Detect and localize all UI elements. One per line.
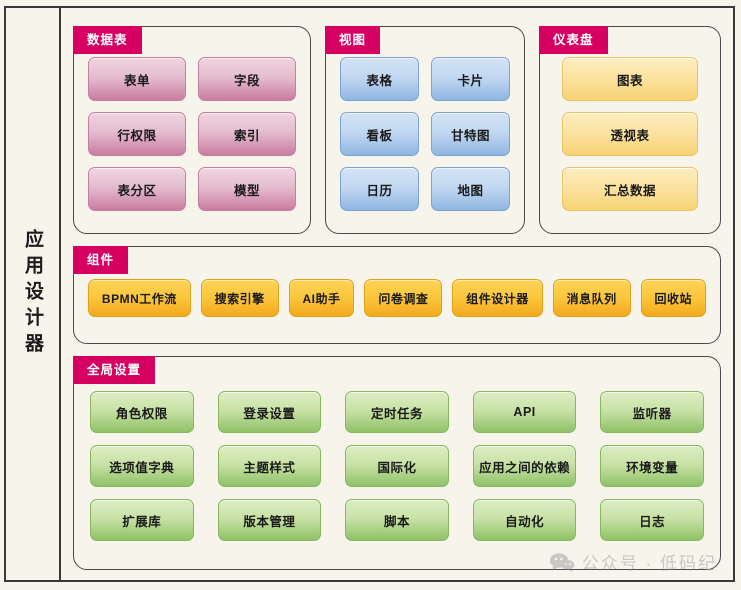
datatable-button-grid: 表单 字段 行权限 索引 表分区 模型 — [88, 57, 296, 211]
button-component-designer[interactable]: 组件设计器 — [452, 279, 543, 317]
panel-tab-global-settings[interactable]: 全局设置 — [73, 356, 156, 384]
panel-tab-components[interactable]: 组件 — [73, 246, 129, 274]
button-global-extension-lib[interactable]: 扩展库 — [90, 499, 194, 541]
button-view-gantt[interactable]: 甘特图 — [431, 112, 510, 156]
button-global-i18n[interactable]: 国际化 — [345, 445, 449, 487]
panel-tab-view[interactable]: 视图 — [325, 26, 381, 54]
button-datatable-model[interactable]: 模型 — [198, 167, 296, 211]
button-component-mq[interactable]: 消息队列 — [552, 279, 631, 317]
button-view-kanban[interactable]: 看板 — [340, 112, 419, 156]
button-component-recycle[interactable]: 回收站 — [640, 279, 706, 317]
work-area: 数据表 表单 字段 行权限 索引 表分区 模型 视图 表格 卡片 看板 甘特图 — [61, 8, 733, 580]
button-global-app-dependency[interactable]: 应用之间的依赖 — [472, 445, 577, 487]
components-button-row: BPMN工作流 搜索引擎 AI助手 问卷调查 组件设计器 消息队列 回收站 — [88, 279, 706, 317]
app-frame: 应用设计器 数据表 表单 字段 行权限 索引 表分区 模型 视图 — [4, 6, 735, 582]
sidebar-rail: 应用设计器 — [6, 8, 61, 580]
button-datatable-row-perm[interactable]: 行权限 — [88, 112, 186, 156]
panel-dashboard: 仪表盘 图表 透视表 汇总数据 — [539, 26, 721, 234]
button-dashboard-summary[interactable]: 汇总数据 — [562, 167, 698, 211]
global-button-grid: 角色权限 登录设置 定时任务 API 监听器 选项值字典 主题样式 国际化 应用… — [90, 391, 704, 541]
button-global-scheduled-task[interactable]: 定时任务 — [345, 391, 449, 433]
button-view-card[interactable]: 卡片 — [431, 57, 510, 101]
dashboard-button-grid: 图表 透视表 汇总数据 — [554, 57, 706, 211]
button-dashboard-chart[interactable]: 图表 — [562, 57, 698, 101]
app-title: 应用设计器 — [22, 229, 43, 359]
panel-tab-datatable[interactable]: 数据表 — [73, 26, 142, 54]
button-component-survey[interactable]: 问卷调查 — [364, 279, 443, 317]
view-button-grid: 表格 卡片 看板 甘特图 日历 地图 — [340, 57, 510, 211]
top-panel-row: 数据表 表单 字段 行权限 索引 表分区 模型 视图 表格 卡片 看板 甘特图 — [73, 26, 721, 234]
button-datatable-form[interactable]: 表单 — [88, 57, 186, 101]
button-global-script[interactable]: 脚本 — [345, 499, 449, 541]
button-component-ai[interactable]: AI助手 — [288, 279, 355, 317]
button-dashboard-pivot[interactable]: 透视表 — [562, 112, 698, 156]
button-view-table[interactable]: 表格 — [340, 57, 419, 101]
button-global-theme-style[interactable]: 主题样式 — [217, 445, 322, 487]
button-datatable-index[interactable]: 索引 — [198, 112, 296, 156]
button-component-search[interactable]: 搜索引擎 — [200, 279, 279, 317]
button-global-api[interactable]: API — [472, 391, 577, 433]
button-global-version-mgmt[interactable]: 版本管理 — [217, 499, 322, 541]
button-component-bpmn[interactable]: BPMN工作流 — [88, 279, 191, 317]
panel-datatable: 数据表 表单 字段 行权限 索引 表分区 模型 — [73, 26, 311, 234]
button-datatable-partition[interactable]: 表分区 — [88, 167, 186, 211]
button-global-log[interactable]: 日志 — [600, 499, 704, 541]
button-view-calendar[interactable]: 日历 — [340, 167, 419, 211]
button-view-map[interactable]: 地图 — [431, 167, 510, 211]
button-global-login-settings[interactable]: 登录设置 — [217, 391, 322, 433]
panel-components: 组件 BPMN工作流 搜索引擎 AI助手 问卷调查 组件设计器 消息队列 回收站 — [73, 246, 721, 344]
button-global-option-dict[interactable]: 选项值字典 — [90, 445, 194, 487]
button-global-env-variable[interactable]: 环境变量 — [600, 445, 704, 487]
panel-view: 视图 表格 卡片 看板 甘特图 日历 地图 — [325, 26, 525, 234]
button-global-role-permission[interactable]: 角色权限 — [90, 391, 194, 433]
panel-tab-dashboard[interactable]: 仪表盘 — [539, 26, 608, 54]
panel-global-settings: 全局设置 角色权限 登录设置 定时任务 API 监听器 选项值字典 主题样式 国… — [73, 356, 721, 570]
button-global-listener[interactable]: 监听器 — [600, 391, 704, 433]
button-datatable-field[interactable]: 字段 — [198, 57, 296, 101]
button-global-automation[interactable]: 自动化 — [472, 499, 577, 541]
